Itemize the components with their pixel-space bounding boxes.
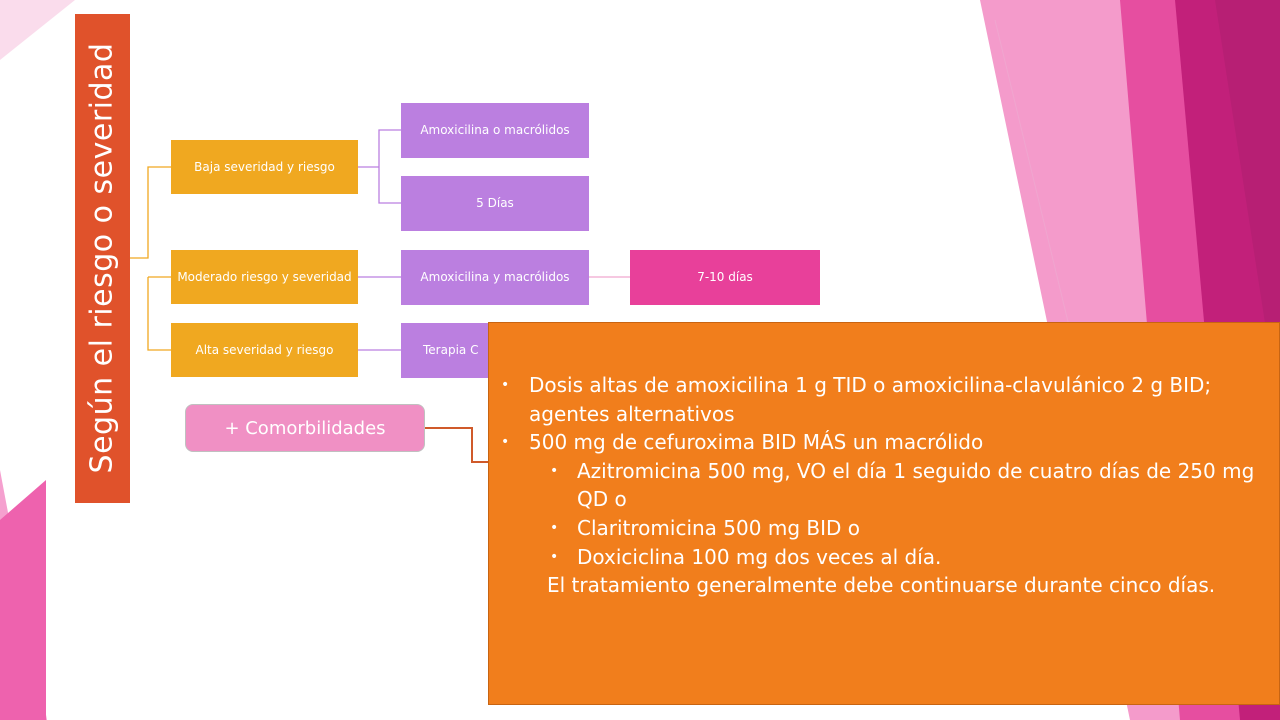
left-triangle-dark <box>0 480 46 720</box>
bullet-icon: • <box>501 434 510 451</box>
treatment-note-box: • Dosis altas de amoxicilina 1 g TID o a… <box>488 322 1280 705</box>
sub-list-item-text: Doxiciclina 100 mg dos veces al día. <box>577 544 942 569</box>
closing-text: El tratamiento generalmente debe continu… <box>547 573 1216 598</box>
sub-list-item-text: Azitromicina 500 mg, VO el día 1 seguido… <box>577 458 1255 512</box>
tree-node-moderate: Moderado riesgo y severidad <box>171 250 358 304</box>
sub-list-item: • Claritromicina 500 mg BID o <box>550 514 1269 543</box>
bullet-icon: • <box>501 377 510 393</box>
bullet-icon: • <box>550 462 559 479</box>
tree-node-high: Alta severidad y riesgo <box>171 323 358 377</box>
list-item: • 500 mg de cefuroxima BID MÁS un macról… <box>501 428 1269 457</box>
comorbidities-connector <box>425 427 490 463</box>
right-stripe-deep <box>1215 0 1280 420</box>
list-item-text: 500 mg de cefuroxima BID MÁS un macrólid… <box>529 430 984 455</box>
low-connector <box>358 129 401 204</box>
treatment-list: • Dosis altas de amoxicilina 1 g TID o a… <box>501 371 1269 600</box>
tree-node-low-duration: 5 Días <box>401 176 589 231</box>
title-bar <box>75 14 130 503</box>
comorbidities-box: + Comorbilidades <box>185 404 425 452</box>
tree-node-low: Baja severidad y riesgo <box>171 140 358 194</box>
tree-node-low-treatment: Amoxicilina o macrólidos <box>401 103 589 158</box>
bullet-icon: • <box>550 548 559 565</box>
bullet-icon: • <box>550 519 559 536</box>
tree-node-moderate-duration: 7-10 días <box>630 250 820 305</box>
sub-list-item: • Azitromicina 500 mg, VO el día 1 segui… <box>550 457 1269 514</box>
right-thin-line <box>994 19 1071 331</box>
sub-list-item: • Doxiciclina 100 mg dos veces al día. <box>550 543 1269 572</box>
list-item: • Dosis altas de amoxicilina 1 g TID o a… <box>501 371 1269 428</box>
list-item-text: Dosis altas de amoxicilina 1 g TID o amo… <box>529 373 1212 426</box>
tree-node-moderate-treatment: Amoxicilina y macrólidos <box>401 250 589 305</box>
left-triangle-top <box>0 0 75 60</box>
root-connector <box>130 166 171 351</box>
sub-list-item-text: Claritromicina 500 mg BID o <box>577 515 860 540</box>
